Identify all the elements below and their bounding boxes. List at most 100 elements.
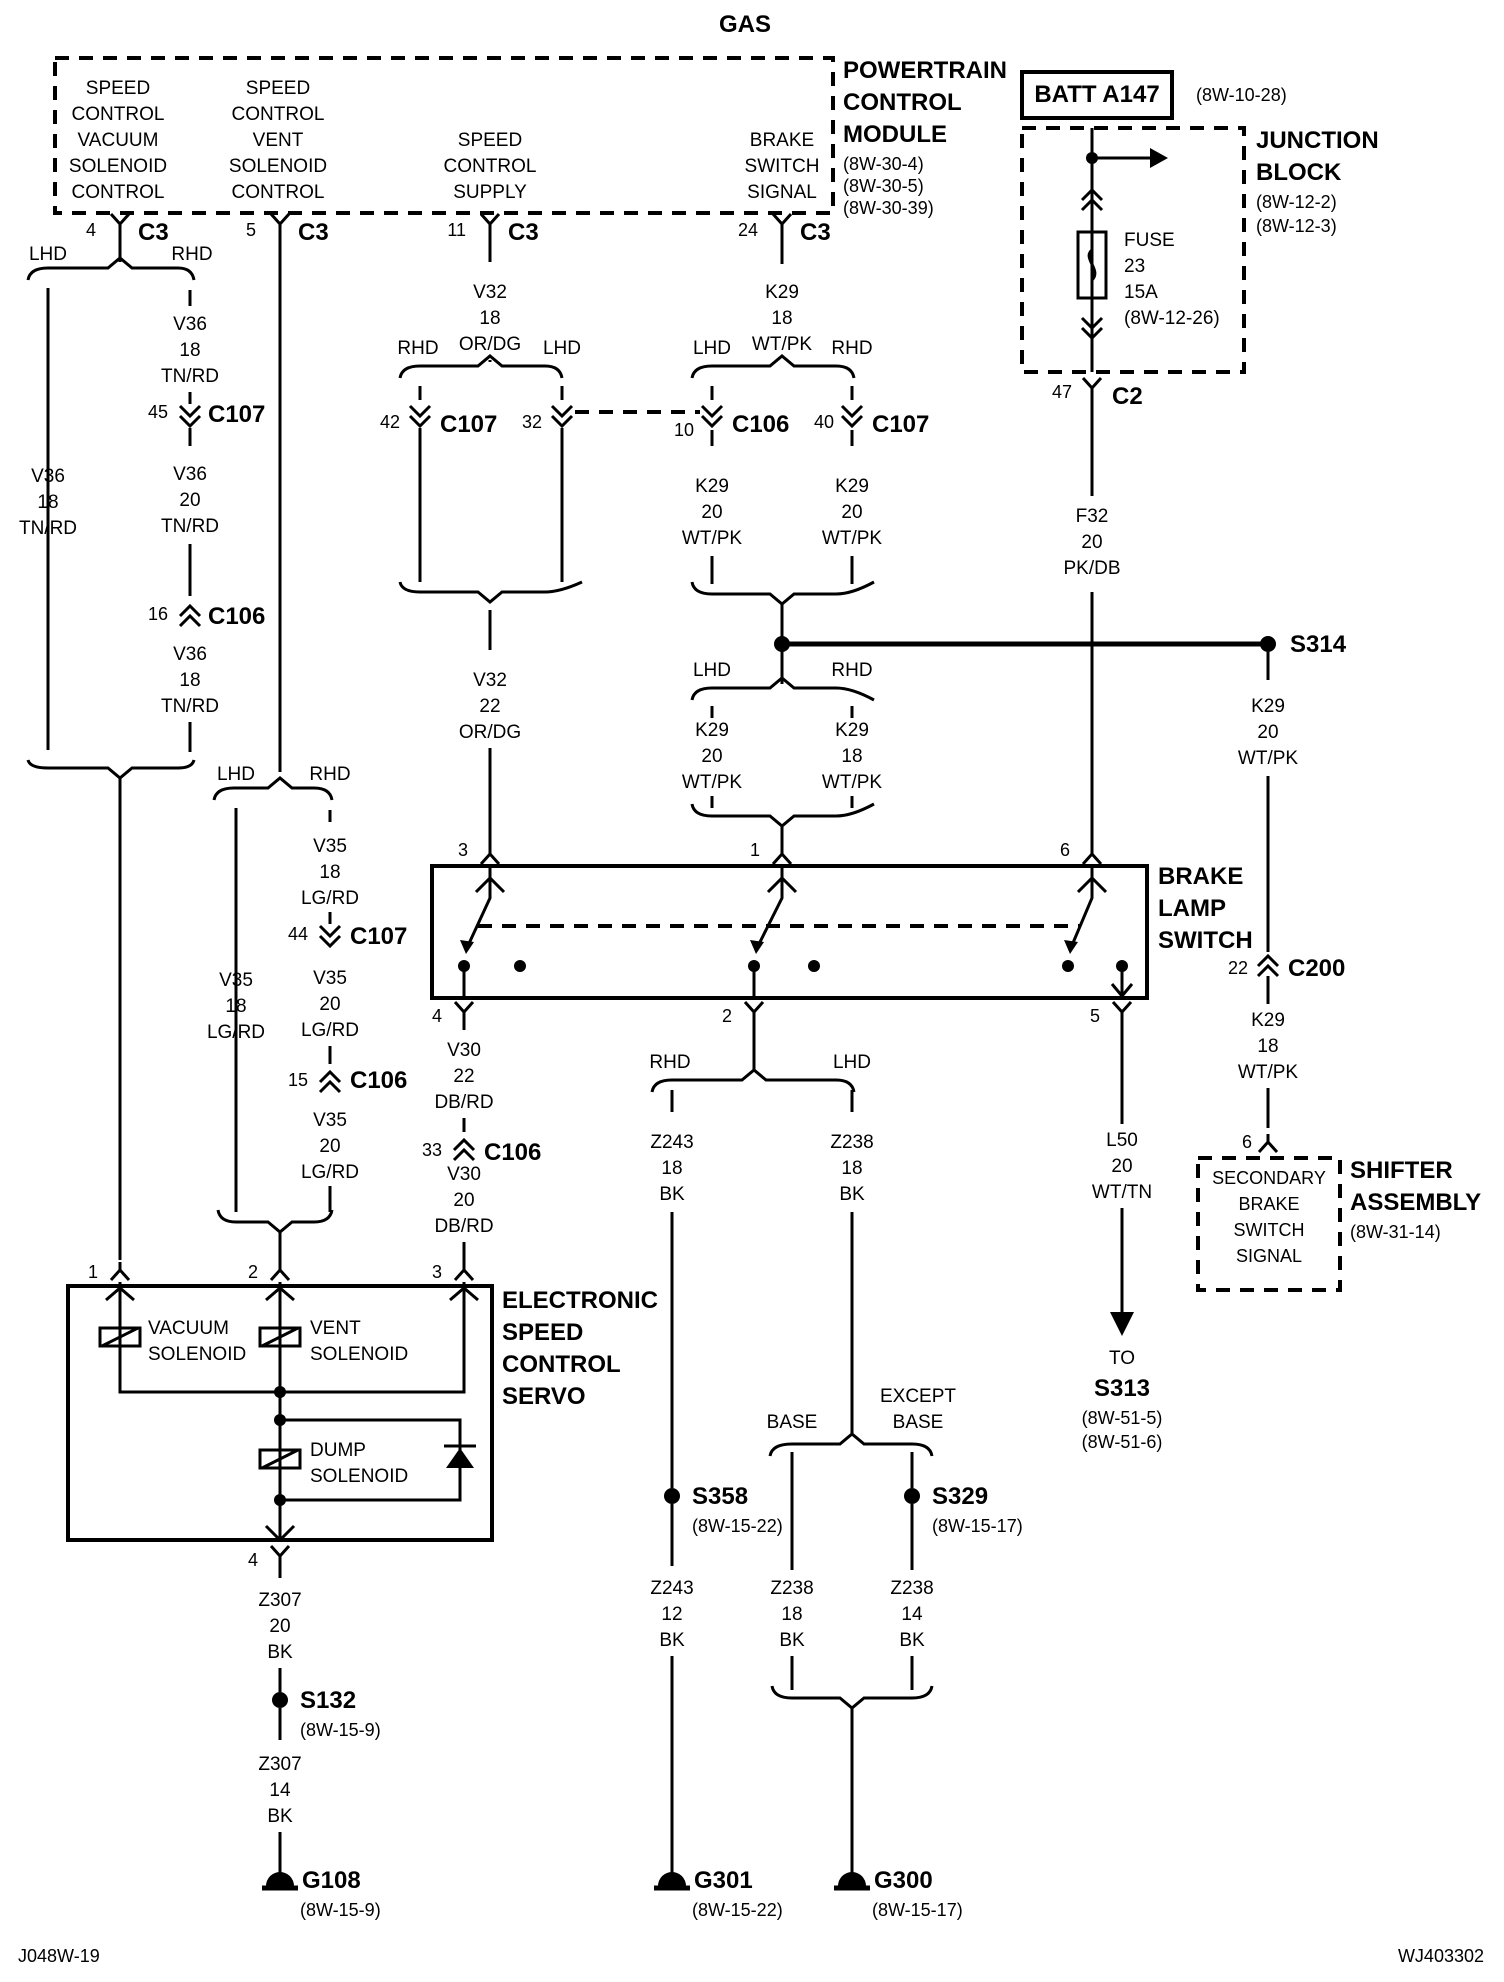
svg-text:LHD: LHD — [217, 764, 255, 785]
svg-text:V35: V35 — [313, 968, 347, 989]
svg-text:C106: C106 — [350, 1067, 407, 1094]
svg-text:(8W-51-5): (8W-51-5) — [1082, 1408, 1163, 1428]
svg-text:CONTROL: CONTROL — [444, 156, 537, 177]
svg-text:C107: C107 — [350, 923, 407, 950]
svg-text:CONTROL: CONTROL — [843, 89, 962, 116]
shifter-inner-label: SECONDARY BRAKE SWITCH SIGNAL — [1212, 1168, 1326, 1266]
svg-text:C3: C3 — [298, 219, 329, 246]
brake-switch-top-connectors: 3 1 6 — [458, 840, 1103, 866]
svg-text:G108: G108 — [302, 1867, 361, 1894]
svg-text:16: 16 — [148, 604, 168, 624]
svg-text:LHD: LHD — [543, 338, 581, 359]
svg-text:OR/DG: OR/DG — [459, 722, 521, 743]
vacuum-solenoid-coil — [98, 1326, 142, 1348]
svg-text:1: 1 — [88, 1262, 98, 1282]
svg-text:(8W-15-9): (8W-15-9) — [300, 1720, 381, 1740]
shifter-box — [1196, 1156, 1342, 1292]
pcm-name: POWERTRAIN CONTROL MODULE (8W-30-4) (8W-… — [843, 57, 1007, 218]
svg-text:12: 12 — [661, 1604, 682, 1625]
svg-text:Z307: Z307 — [258, 1590, 301, 1611]
svg-text:(8W-15-22): (8W-15-22) — [692, 1900, 783, 1920]
arrow-down-icon — [1110, 1312, 1134, 1336]
svg-text:(8W-12-3): (8W-12-3) — [1256, 216, 1337, 236]
svg-text:CONTROL: CONTROL — [502, 1351, 621, 1378]
svg-text:20: 20 — [453, 1190, 474, 1211]
pcm-pin-labels: SPEED CONTROL VACUUM SOLENOID CONTROL SP… — [69, 78, 820, 203]
batt-label: BATT A147 — [1034, 81, 1159, 108]
svg-text:SECONDARY: SECONDARY — [1212, 1168, 1326, 1188]
svg-text:BK: BK — [659, 1184, 685, 1205]
svg-text:18: 18 — [1257, 1036, 1278, 1057]
svg-text:10: 10 — [674, 420, 694, 440]
svg-text:3: 3 — [458, 840, 468, 860]
l50-circuit: L50 20 WT/TN TO S313 (8W-51-5) (8W-51-6) — [1082, 1020, 1163, 1452]
vent-solenoid-coil — [258, 1326, 302, 1348]
footer-right: WJ403302 — [1398, 1946, 1484, 1966]
svg-text:DB/RD: DB/RD — [434, 1092, 493, 1113]
svg-text:V36: V36 — [173, 314, 207, 335]
svg-text:V35: V35 — [219, 970, 253, 991]
svg-text:MODULE: MODULE — [843, 121, 947, 148]
svg-text:BK: BK — [779, 1630, 805, 1651]
svg-text:2: 2 — [722, 1006, 732, 1026]
z307-circuit: Z307 20 BK S132 (8W-15-9) Z307 14 BK — [258, 1564, 381, 1874]
svg-text:S329: S329 — [932, 1483, 988, 1510]
svg-text:PK/DB: PK/DB — [1063, 558, 1120, 579]
svg-text:18: 18 — [37, 492, 58, 513]
svg-text:18: 18 — [179, 340, 200, 361]
g108-ground: G108 (8W-15-9) — [262, 1867, 381, 1920]
svg-text:V30: V30 — [447, 1164, 481, 1185]
svg-text:6: 6 — [1242, 1132, 1252, 1152]
svg-text:CONTROL: CONTROL — [232, 182, 325, 203]
servo-internal — [98, 1282, 479, 1543]
c2-pin: 47 — [1052, 382, 1072, 402]
svg-text:RHD: RHD — [397, 338, 438, 359]
svg-text:RHD: RHD — [831, 660, 872, 681]
svg-text:SERVO: SERVO — [502, 1383, 586, 1410]
svg-text:K29: K29 — [1251, 696, 1285, 717]
svg-text:Z243: Z243 — [650, 1132, 693, 1153]
svg-text:V35: V35 — [313, 836, 347, 857]
svg-text:20: 20 — [179, 490, 200, 511]
svg-text:BK: BK — [267, 1806, 293, 1827]
svg-text:RHD: RHD — [831, 338, 872, 359]
batt-ref: (8W-10-28) — [1196, 85, 1287, 105]
svg-text:S313: S313 — [1094, 1375, 1150, 1402]
svg-text:RHD: RHD — [171, 244, 212, 265]
svg-text:LG/RD: LG/RD — [301, 1020, 359, 1041]
svg-text:(8W-31-14): (8W-31-14) — [1350, 1222, 1441, 1242]
svg-text:FUSE: FUSE — [1124, 230, 1175, 251]
svg-text:K29: K29 — [835, 476, 869, 497]
servo-top-connectors: 1 2 3 — [88, 1260, 475, 1282]
svg-text:LHD: LHD — [693, 338, 731, 359]
svg-text:BK: BK — [659, 1630, 685, 1651]
svg-text:POWERTRAIN: POWERTRAIN — [843, 57, 1007, 84]
s358-splice — [664, 1488, 680, 1504]
svg-text:C106: C106 — [208, 603, 265, 630]
v36-circuit: LHD RHD V36 18 TN/RD 45 C107 V36 20 TN/R… — [19, 232, 265, 1260]
brake-lamp-switch-name: BRAKE LAMP SWITCH — [1158, 863, 1253, 954]
svg-text:OR/DG: OR/DG — [459, 334, 521, 355]
svg-text:LHD: LHD — [29, 244, 67, 265]
svg-text:TN/RD: TN/RD — [161, 516, 219, 537]
svg-text:(8W-15-17): (8W-15-17) — [872, 1900, 963, 1920]
svg-text:Z243: Z243 — [650, 1578, 693, 1599]
svg-text:(8W-15-9): (8W-15-9) — [300, 1900, 381, 1920]
svg-text:RHD: RHD — [309, 764, 350, 785]
svg-text:V32: V32 — [473, 670, 507, 691]
svg-text:WT/PK: WT/PK — [1238, 1062, 1298, 1083]
svg-text:VACUUM: VACUUM — [78, 130, 159, 151]
svg-text:SPEED: SPEED — [86, 78, 150, 99]
pcm-box — [53, 56, 835, 215]
brake-switch-bottom-connectors: 4 2 5 — [432, 1000, 1133, 1026]
svg-text:JUNCTION: JUNCTION — [1256, 127, 1379, 154]
svg-text:20: 20 — [319, 994, 340, 1015]
svg-text:SOLENOID: SOLENOID — [69, 156, 167, 177]
svg-text:EXCEPT: EXCEPT — [880, 1386, 956, 1407]
svg-text:WT/PK: WT/PK — [752, 334, 812, 355]
servo-pin-4: 4 — [248, 1550, 258, 1570]
svg-text:5: 5 — [1090, 1006, 1100, 1026]
svg-text:45: 45 — [148, 402, 168, 422]
svg-text:14: 14 — [901, 1604, 923, 1625]
